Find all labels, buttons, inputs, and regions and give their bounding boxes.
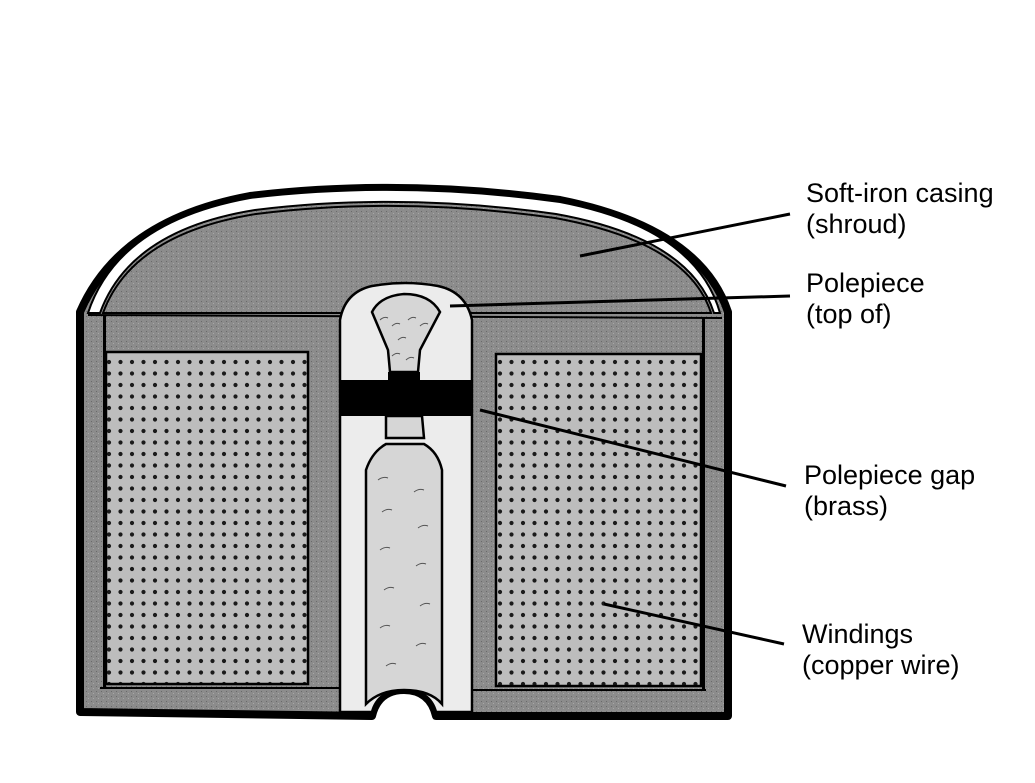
- leader-gap: [479, 408, 787, 488]
- label-windings: Windings (copper wire): [802, 619, 960, 681]
- shroud-band: [86, 188, 722, 314]
- polepiece-top-hatch: [379, 316, 429, 361]
- windings-left: [104, 350, 310, 686]
- label-gap-line1: Polepiece gap: [804, 460, 976, 490]
- polepiece-top: [370, 292, 442, 374]
- polepiece-lower-neck: [384, 414, 426, 440]
- polepiece-lower: [364, 442, 444, 708]
- label-casing-line2: (shroud): [806, 209, 907, 239]
- casing-top: [101, 204, 713, 314]
- right-wall-seam: [702, 318, 705, 690]
- leader-casing: [579, 212, 791, 258]
- label-casing: Soft-iron casing (shroud): [806, 178, 994, 240]
- windings-right: [494, 352, 703, 688]
- left-wall-seam: [103, 315, 106, 687]
- gap-neck: [388, 372, 420, 382]
- label-windings-line1: Windings: [802, 619, 914, 649]
- label-gap-line2: (brass): [804, 491, 889, 521]
- leader-polepiece: [449, 294, 791, 308]
- label-casing-line1: Soft-iron casing: [806, 178, 994, 208]
- polepiece-gap: [340, 380, 472, 416]
- leader-windings: [603, 602, 785, 646]
- polepiece-lower-hatch: [377, 476, 431, 667]
- label-polepiece-line1: Polepiece: [806, 268, 925, 298]
- label-polepiece: Polepiece (top of): [806, 268, 925, 330]
- label-windings-line2: (copper wire): [802, 650, 960, 680]
- label-polepiece-line2: (top of): [806, 299, 892, 329]
- label-gap: Polepiece gap (brass): [804, 460, 975, 522]
